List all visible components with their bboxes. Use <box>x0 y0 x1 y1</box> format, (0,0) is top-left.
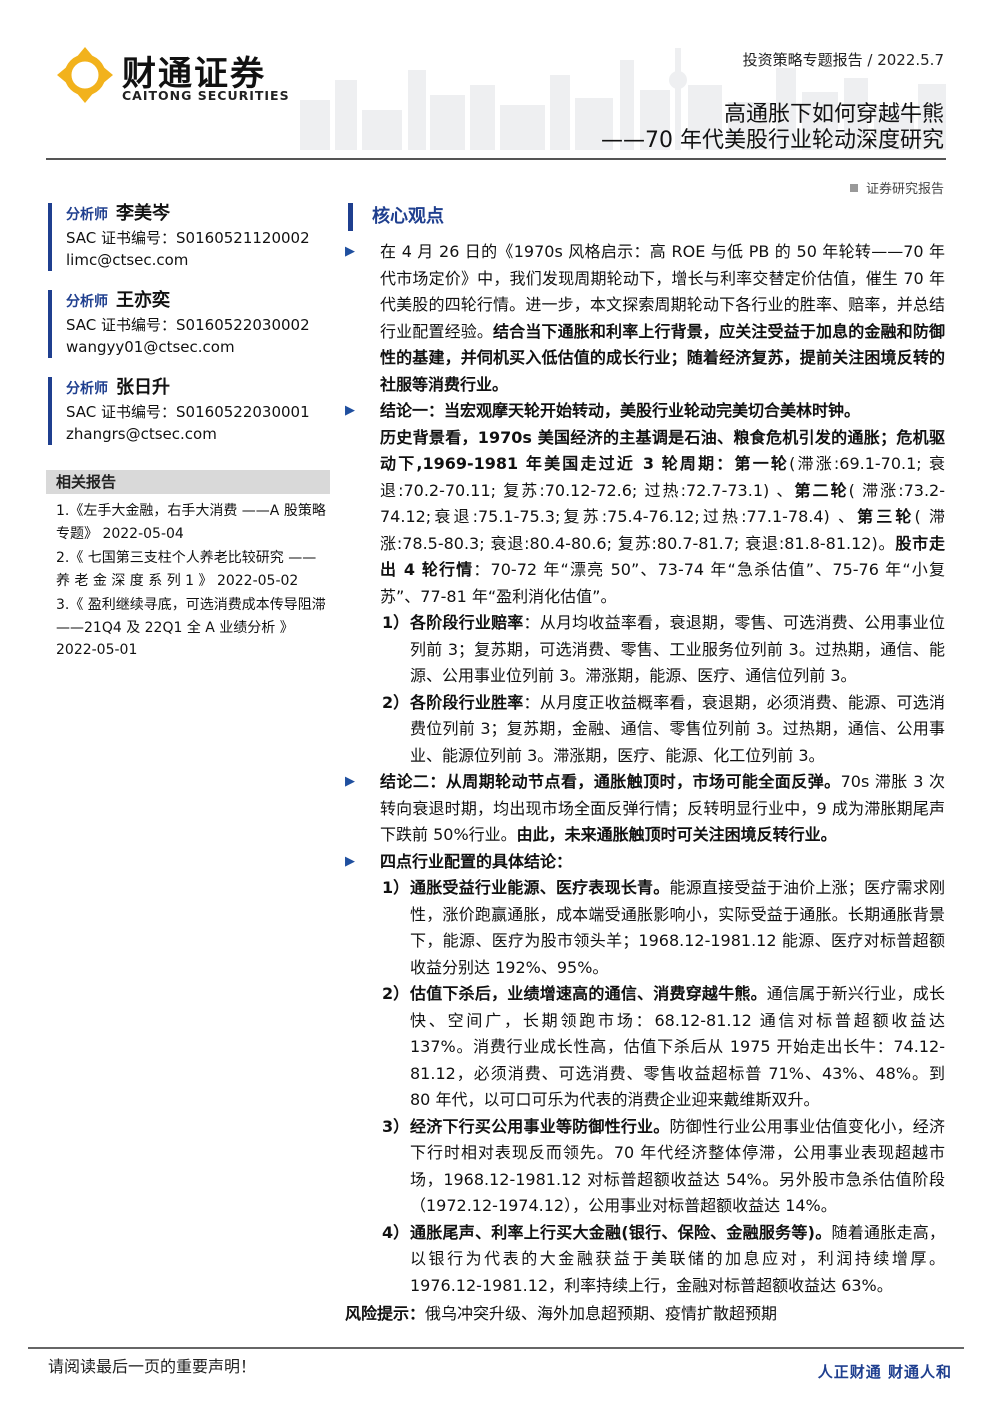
footer-slogan: 人正财通 财通人和 <box>817 1363 952 1381</box>
logo-chinese-name: 财通证券 <box>122 54 266 94</box>
analyst-card: 分析师张日升 SAC 证书编号：S0160522030001 zhangrs@c… <box>48 377 318 446</box>
paragraph-text: ：70-72 年“漂亮 50”、73-74 年“急杀估值”、75-76 年“小复… <box>380 560 945 606</box>
related-reports-list: 1.《左手大金融，右手大消费 ——A 股策略专题》 2022-05-04 2.《… <box>46 500 330 662</box>
item-text: 防御性行业公用事业估值变化小，经济下行时相对表现反而领先。70 年代经济整体停滞… <box>410 1116 945 1216</box>
conclusion-heading: 结论一：当宏观摩天轮开始转动，美股行业轮动完美切合美林时钟。 <box>380 401 861 420</box>
risk-label: 风险提示： <box>345 1304 426 1323</box>
analyst-accent-bar <box>48 203 52 271</box>
item-number: 2） <box>382 984 410 1003</box>
paragraph-text: ( 滞涨:78.5-80.3; 衰退:80.4-80.6; 复苏:80.7-81… <box>380 507 945 553</box>
analyst-name: 张日升 <box>116 377 170 398</box>
viewpoint-paragraph: ▶ 结论二：从周期轮动节点看，通胀触顶时，市场可能全面反弹。70s 滞胀 3 次… <box>345 769 945 849</box>
analyst-card: 分析师李美岑 SAC 证书编号：S0160521120002 limc@ctse… <box>48 203 318 272</box>
analyst-card: 分析师王亦奕 SAC 证书编号：S0160522030002 wangyy01@… <box>48 290 318 359</box>
analyst-role: 分析师 <box>66 207 108 223</box>
analyst-accent-bar <box>48 290 52 358</box>
item-heading: 各阶段行业胜率 <box>410 692 524 712</box>
triangle-bullet-icon: ▶ <box>345 853 355 869</box>
item-heading: 经济下行买公用事业等防御性行业。 <box>410 1116 670 1136</box>
triangle-bullet-icon: ▶ <box>345 774 355 789</box>
conclusion-heading: 结论二：从周期轮动节点看，通胀触顶时，市场可能全面反弹。 <box>380 772 841 791</box>
related-report-item[interactable]: 3.《 盈利继续寻底，可选消费成本传导阻滞 ——21Q4 及 22Q1 全 A … <box>56 597 326 658</box>
numbered-item: 1）通胀受益行业能源、医疗表现长青。能源直接受益于油价上涨；医疗需求刚性，涨价跑… <box>345 875 945 981</box>
footer-divider <box>28 1347 964 1349</box>
related-report-item[interactable]: 2.《 七国第三支柱个人养老比较研究 —— 养 老 金 深 度 系 列 1 》 … <box>56 550 317 589</box>
numbered-item: 4）通胀尾声、利率上行买大金融(银行、保险、金融服务等)。随着通胀走高，以银行为… <box>345 1220 945 1300</box>
item-heading: 估值下杀后，业绩增速高的通信、消费穿越牛熊。 <box>410 984 767 1003</box>
item-number: 1） <box>382 878 410 897</box>
item-text: 随着通胀走高，以银行为代表的大金融获益于美联储的加息应对，利润持续增厚。1976… <box>410 1222 945 1295</box>
paragraph-bold-text: 第二轮 <box>794 480 849 500</box>
analyst-email[interactable]: wangyy01@ctsec.com <box>66 338 235 356</box>
analyst-email[interactable]: limc@ctsec.com <box>66 251 189 269</box>
paragraph-bold-text: 由此，未来通胀触顶时可关注困境反转行业。 <box>516 825 837 844</box>
report-subtitle: ——70 年代美股行业轮动深度研究 <box>601 128 944 153</box>
numbered-item: 2）各阶段行业胜率：从月度正收益概率看，衰退期，必须消费、能源、可选消费位列前 … <box>345 690 945 770</box>
related-reports-heading: 相关报告 <box>46 470 330 494</box>
analyst-role: 分析师 <box>66 381 108 397</box>
viewpoint-paragraph: ▶ 在 4 月 26 日的《1970s 风格启示：高 ROE 与低 PB 的 5… <box>345 239 945 398</box>
risk-text: 俄乌冲突升级、海外加息超预期、疫情扩散超预期 <box>425 1304 778 1323</box>
numbered-item: 2）估值下杀后，业绩增速高的通信、消费穿越牛熊。通信属于新兴行业，成长快、空间广… <box>345 981 945 1114</box>
analyst-cert: SAC 证书编号：S0160522030001 <box>66 402 310 421</box>
triangle-bullet-icon: ▶ <box>345 403 355 418</box>
item-heading: 通胀尾声、利率上行买大金融(银行、保险、金融服务等)。 <box>410 1222 832 1242</box>
numbered-item: 1）各阶段行业赔率：从月均收益率看，衰退期，零售、可选消费、公用事业位列前 3；… <box>345 610 945 690</box>
item-text: 通信属于新兴行业，成长快、空间广，长期领跑市场：68.12-81.12 通信对标… <box>410 984 945 1109</box>
paragraph-bold-text: 结合当下通胀和利率上行背景，应关注受益于加息的金融和防御性的基建，并伺机买入低估… <box>380 321 945 394</box>
conclusion-heading: 四点行业配置的具体结论： <box>380 851 573 871</box>
related-report-item[interactable]: 1.《左手大金融，右手大消费 ——A 股策略专题》 2022-05-04 <box>56 503 326 542</box>
paragraph-text: ( 滞涨:73.2-74.12;衰退:75.1-75.3;复苏:75.4-76.… <box>380 480 945 527</box>
item-text: 能源直接受益于油价上涨；医疗需求刚性，涨价跑赢通胀，成本端受通胀影响小，实际受益… <box>410 878 945 977</box>
core-viewpoints: ▶ 在 4 月 26 日的《1970s 风格启示：高 ROE 与低 PB 的 5… <box>345 239 945 1328</box>
paragraph-text: 在 4 月 26 日的《1970s 风格启示：高 ROE 与低 PB 的 50 … <box>380 242 945 341</box>
report-type: 证券研究报告 <box>849 178 944 197</box>
item-number: 3） <box>382 1116 410 1136</box>
item-number: 4） <box>382 1222 410 1242</box>
risk-warning: 风险提示：俄乌冲突升级、海外加息超预期、疫情扩散超预期 <box>345 1301 945 1328</box>
item-text: ：从月均收益率看，衰退期，零售、可选消费、公用事业位列前 3；复苏期，可选消费、… <box>410 613 945 685</box>
skyline-illustration <box>300 48 946 150</box>
analyst-accent-bar <box>48 377 52 445</box>
paragraph-bold-text: 股市走出 4 轮行情 <box>380 533 945 580</box>
logo-english-name: CAITONG SECURITIES <box>122 88 290 103</box>
analyst-role: 分析师 <box>66 294 108 310</box>
item-number: 1） <box>382 613 410 632</box>
paragraph-text: 70s 滞胀 3 次转向衰退时期，均出现市场全面反弹行情；反转明显行业中，9 成… <box>380 772 945 844</box>
paragraph-bold-text: 历史背景看，1970s 美国经济的主基调是石油、粮食危机引发的通胀；危机驱动下,… <box>380 427 945 474</box>
analyst-name: 王亦奕 <box>116 290 170 311</box>
analyst-name: 李美岑 <box>116 203 170 224</box>
report-type-label: 证券研究报告 <box>865 182 944 197</box>
analyst-cert: SAC 证书编号：S0160522030002 <box>66 315 310 334</box>
square-marker-icon <box>849 184 858 192</box>
footer-disclaimer: 请阅读最后一页的重要声明！ <box>48 1357 257 1376</box>
report-meta: 投资策略专题报告 / 2022.5.7 <box>742 51 944 69</box>
report-title: 高通胀下如何穿越牛熊 <box>723 102 944 127</box>
viewpoint-paragraph: ▶ 四点行业配置的具体结论： <box>345 849 945 876</box>
triangle-bullet-icon: ▶ <box>345 244 355 259</box>
viewpoint-paragraph: ▶ 结论一：当宏观摩天轮开始转动，美股行业轮动完美切合美林时钟。 <box>345 398 945 425</box>
item-heading: 通胀受益行业能源、医疗表现长青。 <box>410 878 670 897</box>
caitong-logo-icon <box>57 47 113 103</box>
header-divider <box>46 158 946 160</box>
item-number: 2） <box>382 692 410 712</box>
numbered-item: 3）经济下行买公用事业等防御性行业。防御性行业公用事业估值变化小，经济下行时相对… <box>345 1114 945 1220</box>
analyst-email[interactable]: zhangrs@ctsec.com <box>66 425 217 443</box>
item-text: ：从月度正收益概率看，衰退期，必须消费、能源、可选消费位列前 3；复苏期，金融、… <box>410 692 945 765</box>
section-accent-bar <box>348 203 353 231</box>
paragraph-bold-text: 第三轮 <box>857 507 915 526</box>
viewpoint-paragraph: 历史背景看，1970s 美国经济的主基调是石油、粮食危机引发的通胀；危机驱动下,… <box>345 425 945 611</box>
section-title: 核心观点 <box>372 206 444 227</box>
item-heading: 各阶段行业赔率 <box>410 613 524 632</box>
analyst-cert: SAC 证书编号：S0160521120002 <box>66 228 310 247</box>
related-reports: 相关报告 1.《左手大金融，右手大消费 ——A 股策略专题》 2022-05-0… <box>46 470 330 664</box>
paragraph-text: (滞涨:69.1-70.1; 衰退:70.2-70.11; 复苏:70.12-7… <box>380 454 945 500</box>
